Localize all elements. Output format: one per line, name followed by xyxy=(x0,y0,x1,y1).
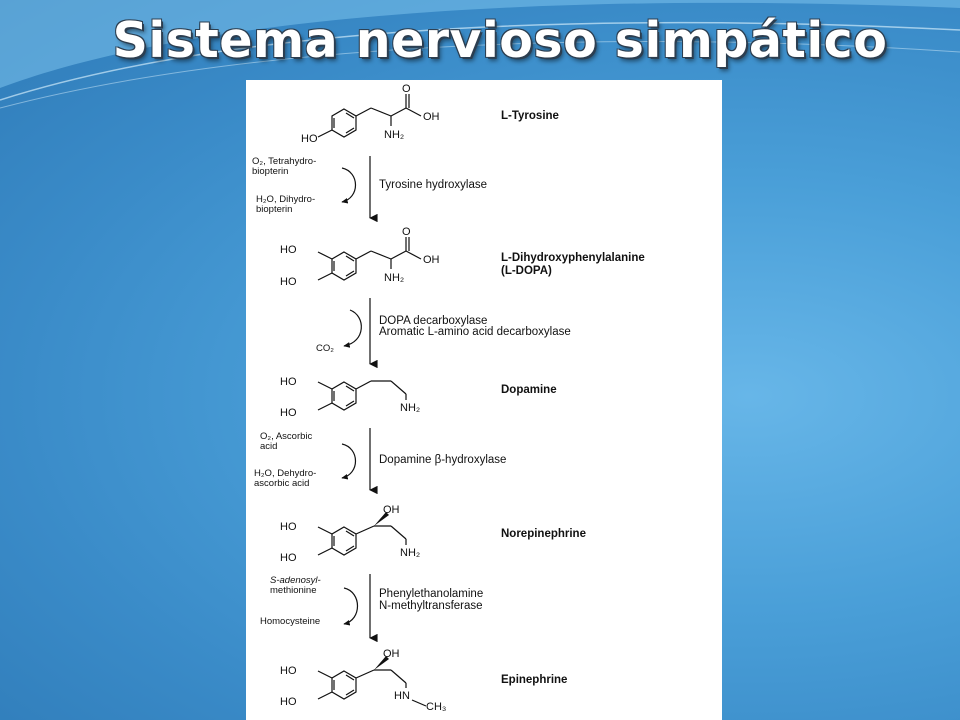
hn-label: HN xyxy=(394,690,410,702)
slide-title: Sistema nervioso simpático xyxy=(112,12,888,69)
step-3-dopamine-beta-hydroxylase: O₂, Ascorbic acid H₂O, Dehydro- ascorbic… xyxy=(254,428,506,495)
cofactor-in: O₂, Ascorbic xyxy=(260,431,313,442)
ho-label: HO xyxy=(280,665,297,677)
l-dopa-structure: HO HO O OH NH₂ xyxy=(280,226,440,288)
compound-name-dopamine: Dopamine xyxy=(501,384,557,396)
compound-name-norepinephrine: Norepinephrine xyxy=(501,528,586,540)
oh-label: OH xyxy=(383,648,400,660)
cofactor-in: biopterin xyxy=(252,166,288,177)
compound-name-l-dopa-abbrev: (L-DOPA) xyxy=(501,265,552,277)
epinephrine-structure: HO HO OH HN CH₃ xyxy=(280,648,446,713)
ho-label: HO xyxy=(280,407,297,419)
ho-label: HO xyxy=(280,521,297,533)
cofactor-in: methionine xyxy=(270,585,316,596)
oh-label: OH xyxy=(423,111,440,123)
nh2-label: NH₂ xyxy=(400,547,420,559)
ho-label: HO xyxy=(280,376,297,388)
cofactor-in: S-adenosyl- xyxy=(270,575,321,586)
ho-label: HO xyxy=(280,244,297,256)
step-2-dopa-decarboxylase: CO₂ DOPA decarboxylase Aromatic L-amino … xyxy=(316,298,571,369)
norepinephrine-structure: HO HO OH NH₂ xyxy=(280,504,420,564)
nh2-label: NH₂ xyxy=(384,272,404,284)
cofactor-out: CO₂ xyxy=(316,343,334,354)
enzyme-label-alt: Aromatic L-amino acid decarboxylase xyxy=(379,326,571,338)
enzyme-label: DOPA decarboxylase xyxy=(379,315,487,327)
compound-name-l-dopa: L-Dihydroxyphenylalanine xyxy=(501,252,645,264)
enzyme-label: Phenylethanolamine xyxy=(379,588,483,600)
compound-name-l-tyrosine: L-Tyrosine xyxy=(501,110,559,122)
enzyme-label: Tyrosine hydroxylase xyxy=(379,179,487,191)
step-4-pnmt: S-adenosyl- methionine Homocysteine Phen… xyxy=(260,574,483,643)
nh2-label: NH₂ xyxy=(384,129,404,141)
pathway-diagram: HO O OH NH₂ L-Tyrosine O₂, Tetrahydro- b… xyxy=(246,80,722,720)
step-1-tyrosine-hydroxylase: O₂, Tetrahydro- biopterin H₂O, Dihydro- … xyxy=(252,156,487,223)
nh2-label: NH₂ xyxy=(400,402,420,414)
oh-label: OH xyxy=(383,504,400,516)
cofactor-out: Homocysteine xyxy=(260,616,320,627)
cofactor-out: H₂O, Dehydro- xyxy=(254,468,316,479)
ho-label: HO xyxy=(280,552,297,564)
background-swoosh xyxy=(0,0,960,109)
oh-label: OH xyxy=(423,254,440,266)
dopamine-structure: HO HO NH₂ xyxy=(280,376,420,419)
cofactor-in: acid xyxy=(260,441,277,452)
ch3-label: CH₃ xyxy=(426,701,446,713)
ho-label: HO xyxy=(280,696,297,708)
enzyme-label: Dopamine β-hydroxylase xyxy=(379,454,506,466)
l-tyrosine-structure: HO O OH NH₂ xyxy=(301,83,440,145)
ho-label: HO xyxy=(280,276,297,288)
o-label: O xyxy=(402,226,411,238)
cofactor-in: O₂, Tetrahydro- xyxy=(252,156,316,167)
compound-name-epinephrine: Epinephrine xyxy=(501,674,567,686)
o-label: O xyxy=(402,83,411,95)
cofactor-out: H₂O, Dihydro- xyxy=(256,194,315,205)
ho-label: HO xyxy=(301,133,318,145)
enzyme-label-alt: N-methyltransferase xyxy=(379,600,483,612)
cofactor-out: biopterin xyxy=(256,204,292,215)
cofactor-out: ascorbic acid xyxy=(254,478,309,489)
